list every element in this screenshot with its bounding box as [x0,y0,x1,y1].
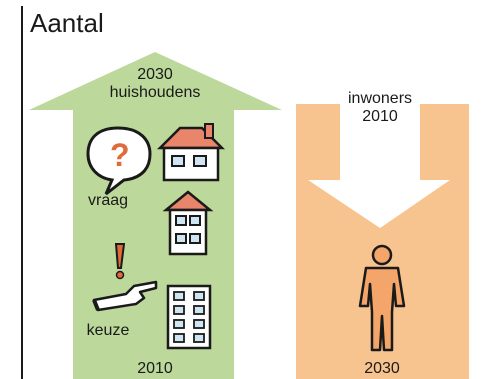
residents-down-arrow [296,80,469,379]
exclamation-mark-icon [114,243,126,280]
choice-caption: keuze [86,322,130,339]
question-speech-bubble-icon: ? [86,126,152,196]
households-bottom-year: 2010 [137,360,173,377]
axis-title: Aantal [30,8,104,38]
households-top-year: 2030 [137,66,173,83]
small-house-icon [156,123,226,182]
pointing-hand-icon [92,280,158,312]
residents-bottom-year: 2030 [364,360,400,377]
apartment-building-icon [166,284,212,350]
demand-caption: vraag [87,192,129,209]
residents-top-year: 2010 [362,108,398,125]
vertical-axis-line [21,6,23,379]
households-label: huishoudens [109,84,201,101]
households-up-arrow [29,52,282,379]
person-figure-icon [358,244,406,352]
svg-text:?: ? [110,137,130,173]
residents-label: inwoners [347,90,413,107]
medium-house-icon [162,190,214,256]
